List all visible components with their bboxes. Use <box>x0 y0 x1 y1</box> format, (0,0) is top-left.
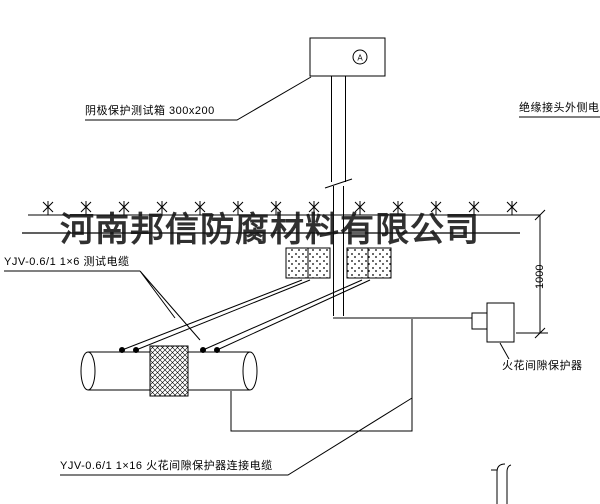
protector-leader-line <box>499 342 510 360</box>
dimension-1000-text: 1000 <box>534 264 546 289</box>
connect-cable-leader <box>60 397 413 476</box>
pipeline <box>80 345 258 397</box>
label-connect-cable: YJV-0.6/1 1×16 火花间隙保护器连接电缆 <box>60 460 273 472</box>
label-test-cable: YJV-0.6/1 1×6 测试电缆 <box>4 256 130 268</box>
spark-gap-protector <box>333 302 515 360</box>
dimension-1000 <box>516 209 548 339</box>
test-box <box>309 37 386 77</box>
leader-lines <box>4 76 600 476</box>
test-box-leader <box>85 76 312 121</box>
protector-connection-cable <box>230 319 413 432</box>
riser-symbol <box>491 463 512 504</box>
concrete-blocks <box>285 247 392 279</box>
test-cable-leader <box>4 270 201 341</box>
insulating-joint <box>149 345 189 397</box>
meter-circle-icon <box>352 49 368 65</box>
meter-letter: A <box>357 54 363 63</box>
label-test-box: 阴极保护测试箱 300x200 <box>85 105 215 117</box>
company-watermark: 河南邦信防腐材料有限公司 <box>60 210 480 250</box>
test-post <box>324 76 353 316</box>
label-spark-protector: 火花间隙保护器 <box>502 360 583 372</box>
label-outer-cable: 绝缘接头外侧电缆 <box>519 102 600 114</box>
pipe-break-icon <box>324 178 353 189</box>
test-cables <box>121 279 371 351</box>
